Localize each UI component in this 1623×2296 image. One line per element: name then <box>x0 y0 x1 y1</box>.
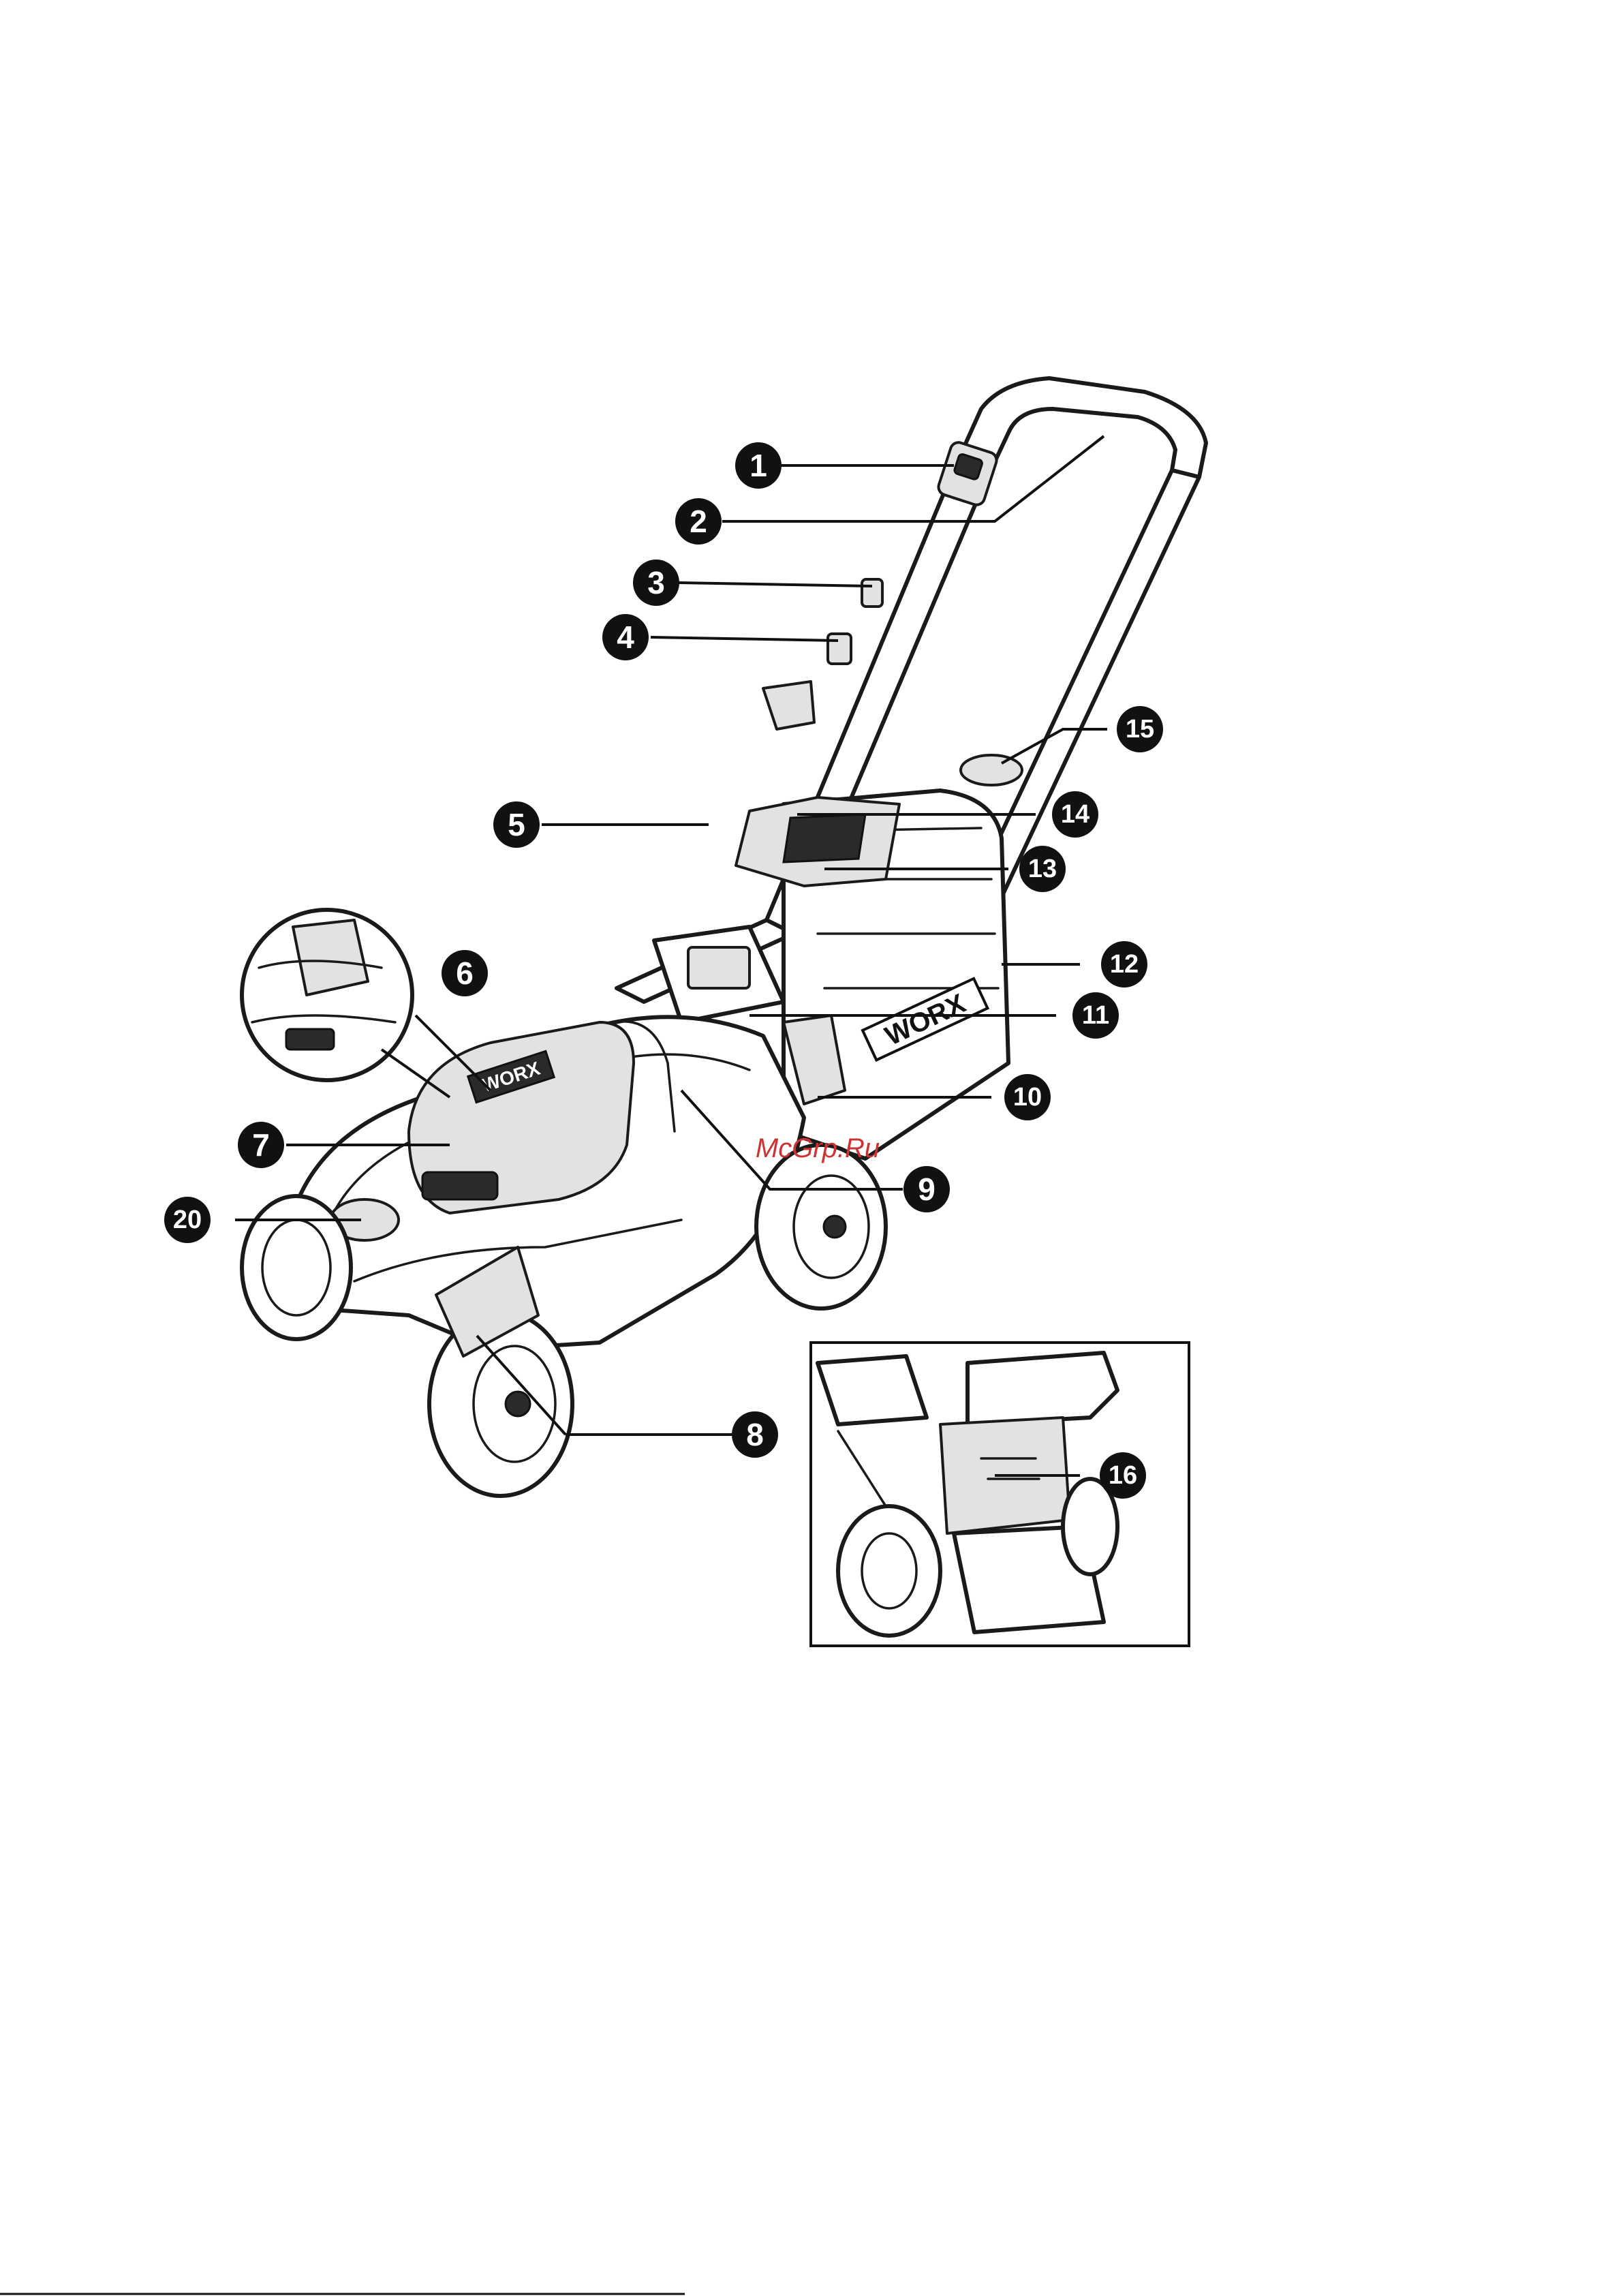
svg-text:3: 3 <box>647 565 665 600</box>
svg-text:5: 5 <box>508 807 525 842</box>
watermark-text: McGrp.Ru <box>756 1133 880 1163</box>
callout-1: 1 <box>735 442 782 489</box>
svg-text:11: 11 <box>1082 1001 1109 1030</box>
callout-2: 2 <box>675 498 722 545</box>
svg-text:4: 4 <box>617 619 634 655</box>
svg-text:7: 7 <box>252 1127 270 1163</box>
callout-12: 12 <box>1101 941 1147 988</box>
svg-text:16: 16 <box>1109 1461 1137 1490</box>
svg-text:15: 15 <box>1126 715 1154 744</box>
svg-text:10: 10 <box>1013 1083 1042 1112</box>
cord-hook-15 <box>961 755 1022 785</box>
svg-text:8: 8 <box>746 1417 764 1452</box>
svg-text:13: 13 <box>1028 855 1057 883</box>
callout-13: 13 <box>1019 846 1066 892</box>
svg-text:9: 9 <box>918 1172 936 1207</box>
rear-right-wheel <box>756 1145 886 1308</box>
front-left-wheel <box>242 1196 351 1339</box>
callout-5: 5 <box>493 801 540 848</box>
callout-9: 9 <box>903 1166 950 1212</box>
svg-text:14: 14 <box>1061 800 1089 829</box>
svg-text:2: 2 <box>690 504 707 539</box>
rear-left-wheel <box>429 1312 572 1496</box>
svg-text:6: 6 <box>456 955 474 991</box>
handle-clip-4 <box>828 634 851 664</box>
svg-text:20: 20 <box>173 1206 202 1234</box>
svg-text:12: 12 <box>1110 950 1139 979</box>
callout-4: 4 <box>602 614 649 660</box>
callout-8: 8 <box>732 1411 778 1458</box>
handle-clip-3 <box>862 579 882 607</box>
fold-knob-left <box>763 682 814 729</box>
callout-11: 11 <box>1072 992 1119 1039</box>
callout-16: 16 <box>1100 1452 1146 1499</box>
battery-indicator <box>422 1172 497 1199</box>
callout-3: 3 <box>633 560 679 606</box>
fill-indicator <box>688 947 749 988</box>
callout-7: 7 <box>238 1122 284 1168</box>
callout-14: 14 <box>1052 791 1098 838</box>
svg-text:1: 1 <box>749 448 767 483</box>
callout-20: 20 <box>164 1197 211 1243</box>
callout-10: 10 <box>1004 1074 1051 1120</box>
callout-15: 15 <box>1117 706 1163 752</box>
callout-6: 6 <box>442 950 488 996</box>
grass-box-handle <box>784 814 865 862</box>
